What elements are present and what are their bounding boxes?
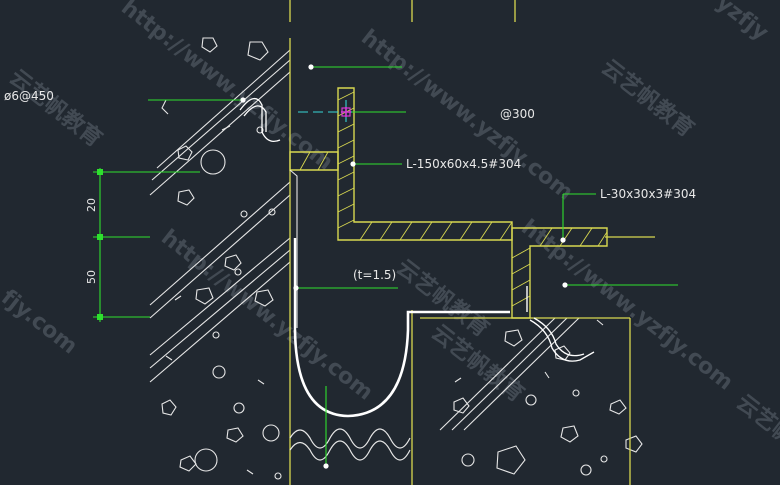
angle-small-label: L-30x30x3#304 (600, 187, 696, 201)
rebar-hooks (239, 98, 595, 362)
angle-main-steel (289, 87, 513, 241)
rebar-diagonal-lines (149, 49, 580, 431)
dimension-ticks (97, 169, 103, 320)
stainless-strip (289, 169, 510, 418)
angle-main-label: L-150x60x4.5#304 (406, 157, 521, 171)
leader-dots (240, 64, 568, 469)
anchor-bolt-marker (341, 107, 351, 117)
rebar-label: ø6@450 (4, 89, 54, 103)
angle-small-steel (511, 227, 608, 319)
dimension-lower: 50 (85, 270, 98, 284)
concrete-hatch (161, 37, 643, 480)
thickness-label: (t=1.5) (353, 268, 396, 282)
joint-filler-wave (289, 440, 411, 461)
joint-filler-wave (289, 428, 411, 449)
spacing-label: @300 (500, 107, 535, 121)
dimension-upper: 20 (85, 198, 98, 212)
